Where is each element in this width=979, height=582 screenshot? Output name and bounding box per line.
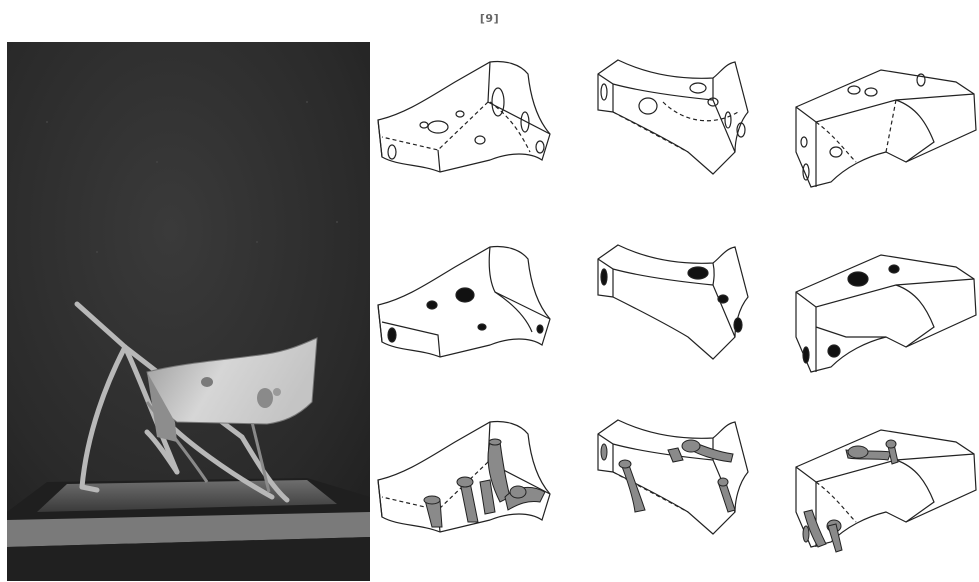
drawing-tri-block-outline-holes (370, 42, 573, 222)
figure-label: [9] (0, 12, 979, 25)
drawing-box-block-outline-holes (776, 42, 979, 222)
drawing-prism-block-filled-holes (573, 227, 776, 407)
drawing-tri-block-filled-holes (370, 227, 573, 407)
drawing-tri-block-tube-holes (370, 402, 573, 582)
drawing-prism-block-outline-holes (573, 42, 776, 222)
drawing-box-block-tube-holes (776, 402, 979, 582)
drawing-box-block-filled-holes (776, 227, 979, 407)
drawing-grid (370, 42, 979, 581)
model-photo (7, 42, 370, 581)
drawing-prism-block-tube-holes (573, 402, 776, 582)
